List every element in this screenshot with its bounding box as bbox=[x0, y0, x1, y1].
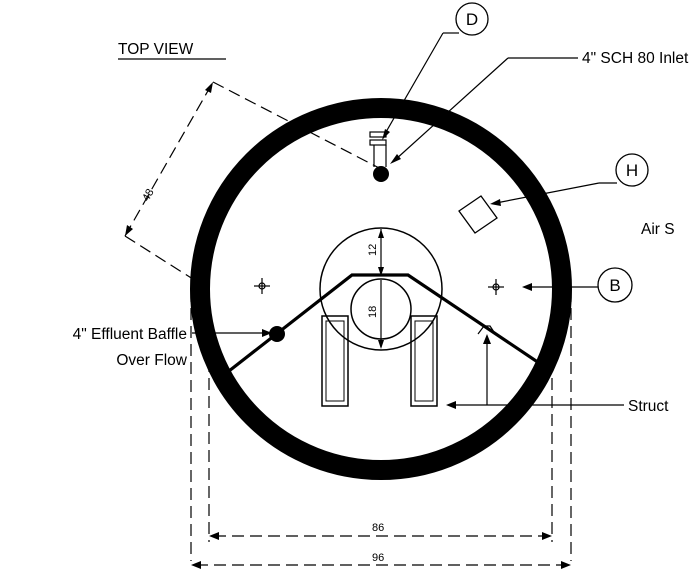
leader-baffle bbox=[192, 329, 272, 337]
baffle-bracket bbox=[477, 325, 495, 335]
leader-d bbox=[382, 32, 459, 140]
baffle-wall bbox=[228, 273, 552, 373]
dimension-18-label: 18 bbox=[367, 306, 379, 318]
effluent-baffle-dot bbox=[269, 326, 285, 342]
baffle-label-line2: Over Flow bbox=[116, 352, 187, 369]
leader-structure bbox=[446, 334, 624, 409]
dimension-96-label: 96 bbox=[372, 552, 384, 564]
air-hatch bbox=[458, 195, 498, 234]
bubble-h-label: H bbox=[626, 161, 638, 180]
structure-slot-left bbox=[321, 315, 349, 407]
dimension-12-label: 12 bbox=[367, 244, 379, 256]
dimension-86-label: 86 bbox=[372, 522, 384, 534]
bubble-h bbox=[615, 153, 649, 187]
leader-b bbox=[522, 283, 598, 291]
crosshair-left bbox=[254, 278, 270, 294]
dimension-86: 86 bbox=[209, 522, 552, 540]
crosshair-right bbox=[488, 279, 504, 295]
bubble-d bbox=[455, 2, 489, 36]
bubble-b bbox=[597, 267, 633, 303]
leader-inlet bbox=[390, 57, 578, 164]
air-label: Air S bbox=[641, 221, 675, 238]
outer-extent-dashes bbox=[190, 290, 572, 561]
dimension-96: 96 bbox=[191, 552, 571, 569]
riser-circle bbox=[319, 227, 443, 351]
view-title: TOP VIEW bbox=[118, 41, 194, 58]
inlet-fitting bbox=[369, 131, 389, 182]
dimension-12: 12 bbox=[367, 229, 384, 276]
inlet-label: 4" SCH 80 Inlet bbox=[582, 50, 689, 67]
dimension-48-label: 48 bbox=[140, 187, 157, 204]
dimension-18: 18 bbox=[367, 280, 384, 349]
baffle-label-line1: 4" Effluent Baffle bbox=[73, 326, 187, 343]
bubble-b-label: B bbox=[609, 276, 620, 295]
structure-label: Struct bbox=[628, 398, 669, 415]
tank-outer-wall bbox=[190, 98, 572, 480]
bubble-d-label: D bbox=[466, 10, 478, 29]
structure-slot-right bbox=[410, 315, 438, 407]
leader-h bbox=[490, 182, 617, 206]
